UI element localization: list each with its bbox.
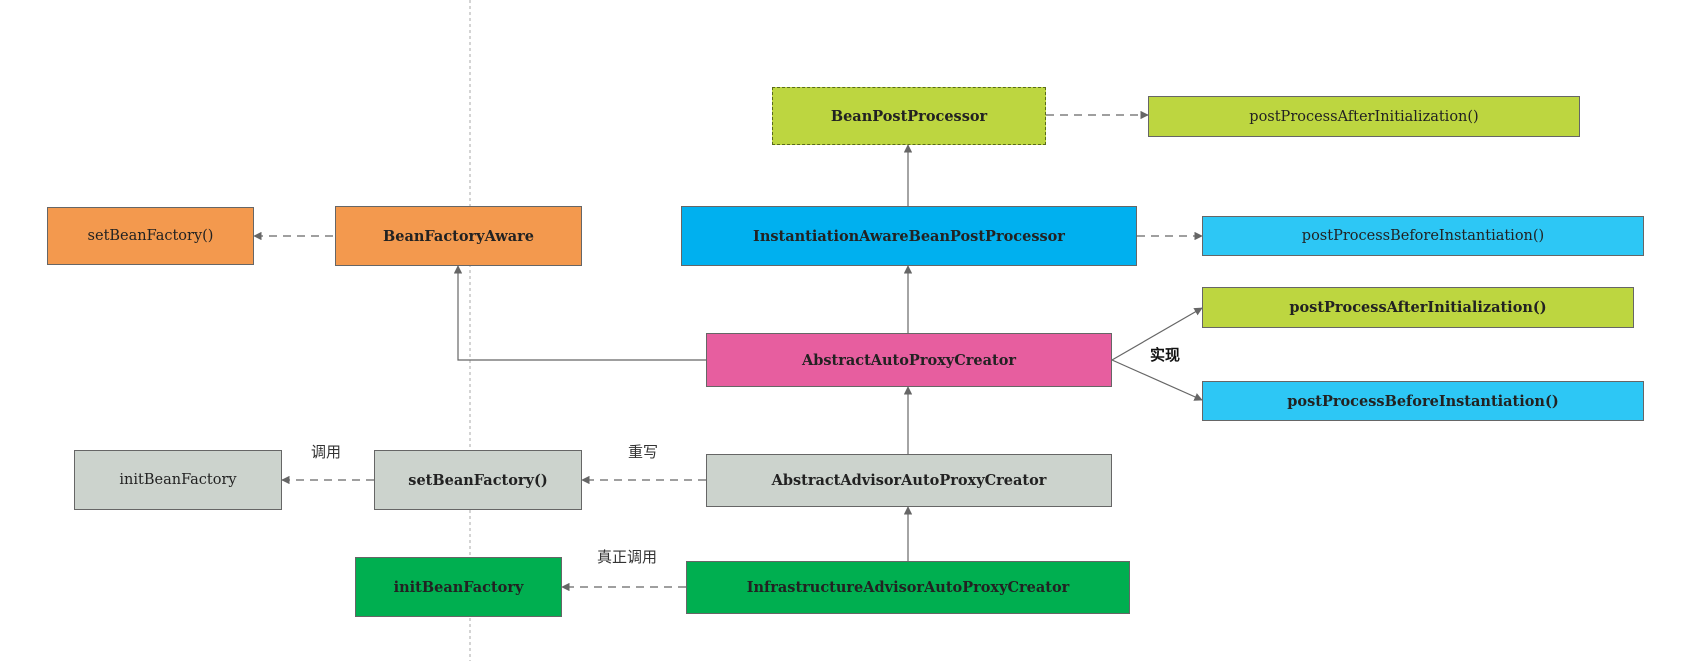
bean-factory-aware-node: BeanFactoryAware [335,206,582,266]
init-bean-factory-green-node: initBeanFactory [355,557,562,617]
call-label: 调用 [311,443,342,461]
arrow-impl-before-inst [1111,359,1203,401]
infrastructure-advisor-apc-node: InfrastructureAdvisorAutoProxyCreator [686,561,1130,614]
arrow-aapc-to-bfa [453,265,706,361]
set-bean-factory-gray-node: setBeanFactory() [374,450,582,510]
bpp-method-node: postProcessAfterInitialization() [1148,96,1580,137]
impl-before-inst-node: postProcessBeforeInstantiation() [1202,381,1644,421]
iabpp-method-node: postProcessBeforeInstantiation() [1202,216,1644,256]
impl-after-init-node: postProcessAfterInitialization() [1202,287,1634,328]
override-label: 重写 [628,443,659,461]
abstract-auto-proxy-creator-node: AbstractAutoProxyCreator [706,333,1112,387]
implement-label: 实现 [1150,346,1181,364]
arrow-impl-after-init [1111,307,1203,361]
iabpp-node: InstantiationAwareBeanPostProcessor [681,206,1137,266]
init-bean-factory-gray-node: initBeanFactory [74,450,282,510]
abstract-advisor-apc-node: AbstractAdvisorAutoProxyCreator [706,454,1112,507]
bean-post-processor-node: BeanPostProcessor [772,87,1046,145]
real-call-label: 真正调用 [597,548,658,566]
set-bean-factory-left-node: setBeanFactory() [47,207,254,265]
